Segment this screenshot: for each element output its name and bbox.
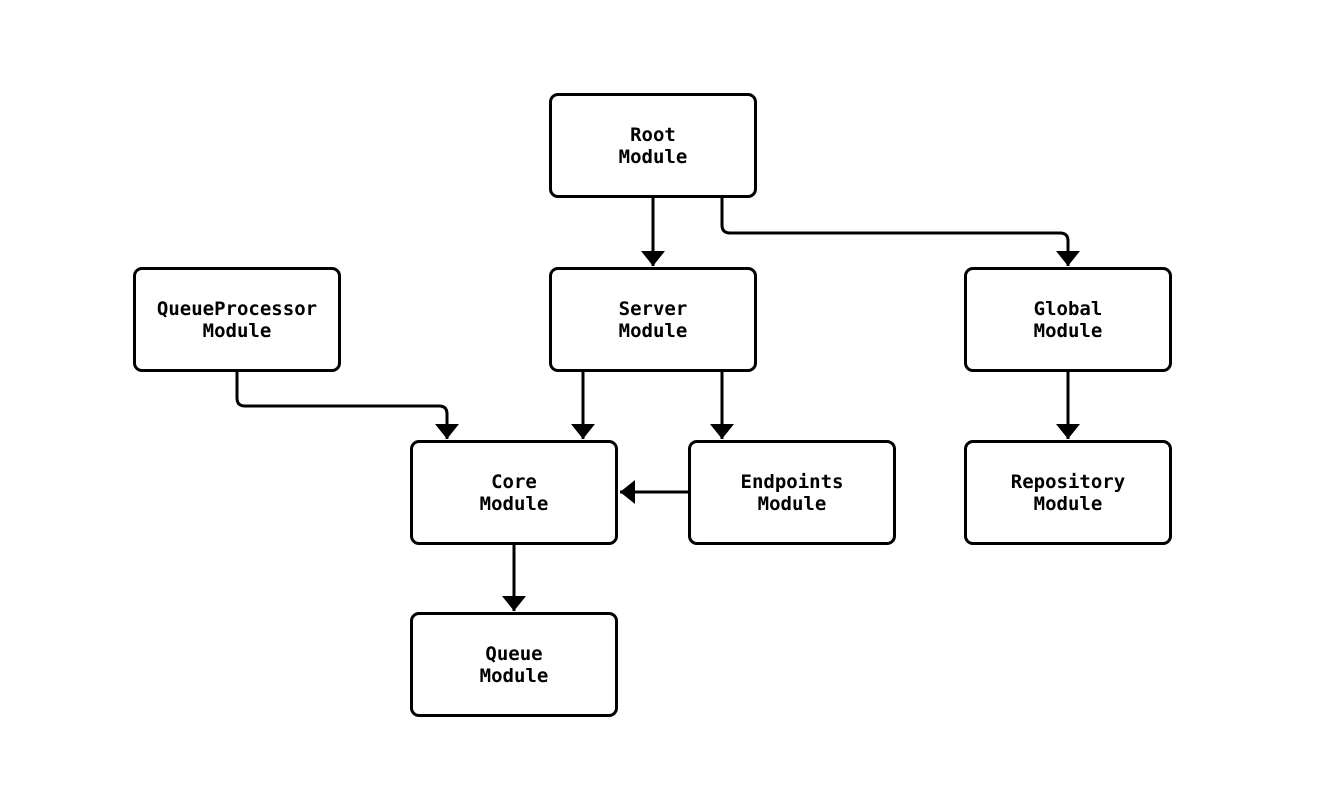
node-label: Module [202, 319, 272, 342]
node-root-module: Root Module [549, 93, 757, 198]
node-label: Server [618, 297, 688, 320]
edge-root-to-global [720, 198, 1080, 266]
node-repository-module: Repository Module [964, 440, 1172, 545]
node-label: QueueProcessor [156, 297, 318, 320]
node-label: Module [479, 492, 549, 515]
node-label: Repository [1010, 470, 1126, 493]
node-label: Queue [485, 642, 543, 665]
node-queueprocessor-module: QueueProcessor Module [133, 267, 341, 372]
node-queue-module: Queue Module [410, 612, 618, 717]
node-label: Core [491, 470, 537, 493]
node-label: Module [479, 664, 549, 687]
node-server-module: Server Module [549, 267, 757, 372]
node-label: Endpoints [740, 470, 844, 493]
node-endpoints-module: Endpoints Module [688, 440, 896, 545]
node-label: Global [1033, 297, 1103, 320]
node-label: Root [630, 123, 676, 146]
node-core-module: Core Module [410, 440, 618, 545]
node-label: Module [1033, 492, 1103, 515]
node-label: Module [757, 492, 827, 515]
node-global-module: Global Module [964, 267, 1172, 372]
node-label: Module [618, 145, 688, 168]
edge-queueprocessor-to-core [235, 372, 459, 439]
node-label: Module [618, 319, 688, 342]
node-label: Module [1033, 319, 1103, 342]
